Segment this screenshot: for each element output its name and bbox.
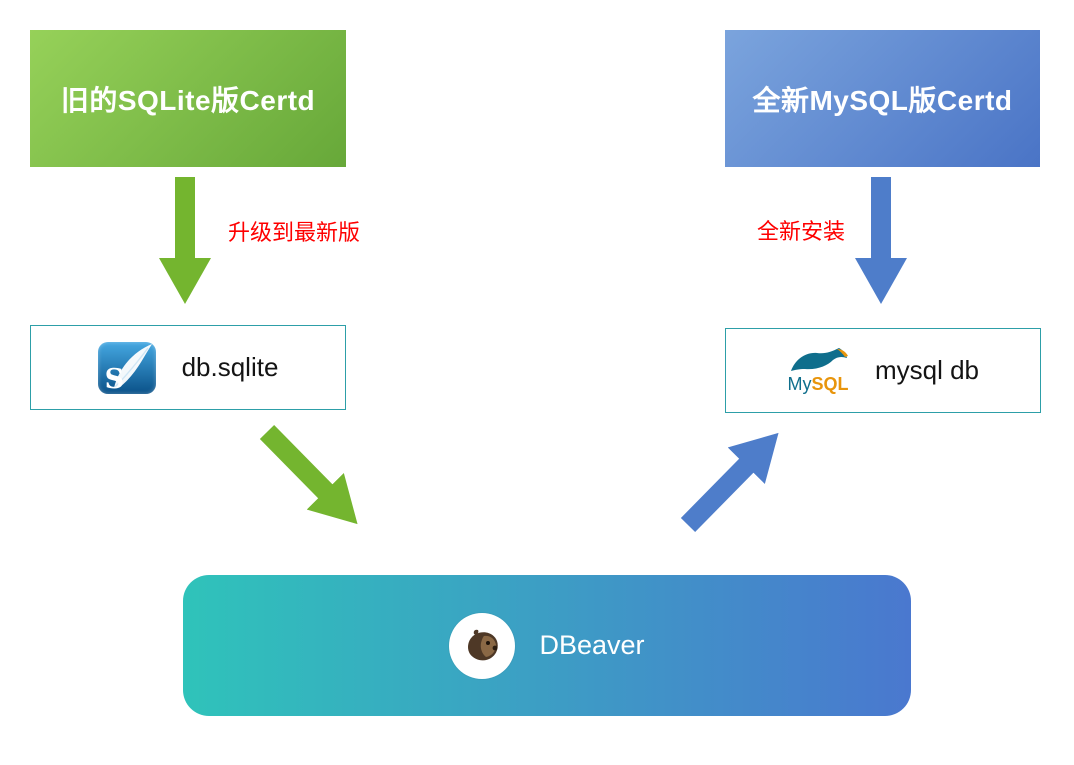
new-mysql-certd-box: 全新MySQL版Certd	[725, 30, 1040, 167]
upgrade-edge-label: 升级到最新版	[228, 220, 361, 245]
sqlite-db-box: S db.sqlite	[30, 325, 346, 410]
dbeaver-label: DBeaver	[539, 630, 645, 660]
mysql-wordmark: MySQL	[787, 374, 849, 394]
old-sqlite-certd-box: 旧的SQLite版Certd	[30, 30, 346, 167]
mysql-logo-icon: MySQL	[787, 348, 849, 393]
dbeaver-box: DBeaver	[183, 575, 911, 716]
sqlite-icon: S	[97, 341, 156, 395]
dbeaver-logo-icon	[449, 612, 516, 679]
mysql-db-box: MySQL mysql db	[725, 328, 1041, 413]
old-sqlite-certd-label: 旧的SQLite版Certd	[60, 84, 316, 116]
mysql-dolphin-icon	[790, 348, 848, 371]
dbeaver-to-mysql-arrow	[680, 432, 779, 533]
sqlite-to-dbeaver-arrow	[259, 424, 358, 525]
sqlite-db-label: db.sqlite	[181, 352, 279, 382]
mysql-db-label: mysql db	[874, 355, 980, 385]
new-mysql-certd-label: 全新MySQL版Certd	[752, 84, 1013, 116]
fresh-install-edge-label: 全新安装	[757, 219, 846, 244]
sqlite-letter: S	[104, 363, 125, 395]
